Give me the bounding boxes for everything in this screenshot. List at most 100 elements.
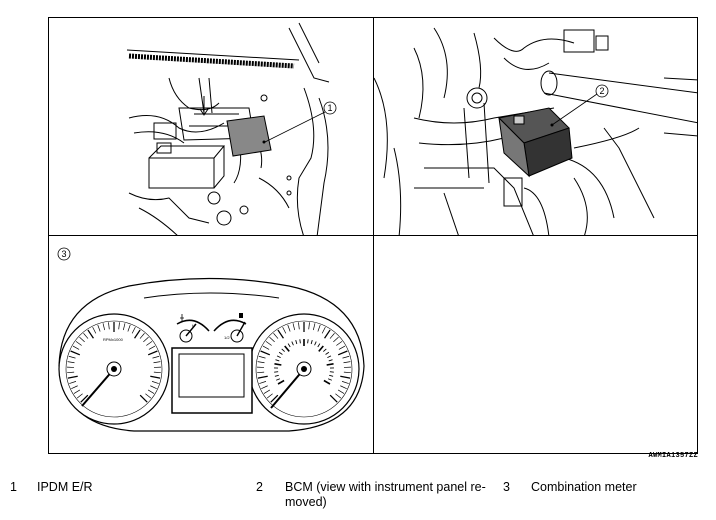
speedometer-tick (340, 375, 351, 379)
speedometer-inner-tick (307, 339, 309, 344)
tachometer-needle (81, 368, 115, 407)
panel-bcm: 2 (373, 17, 698, 236)
figure-grid: 1 (48, 17, 698, 454)
speedometer-inner-tick (281, 348, 285, 352)
speedometer-inner-tick (275, 359, 280, 362)
ipdm-er-component (226, 115, 272, 157)
legend-text-2: BCM (view with instrument panel re- move… (285, 480, 486, 509)
tachometer: RPMx1000 (58, 313, 170, 425)
meter-housing (58, 277, 365, 432)
tachometer-tick (147, 350, 158, 356)
legend-num-3: 3 (503, 480, 510, 494)
speedometer-tick (257, 361, 265, 364)
tachometer-tick (75, 341, 82, 346)
panel-combination-meter: 3 RPMx1000 (48, 235, 374, 454)
tachometer-tick (102, 323, 106, 331)
speedometer-inner-tick (278, 351, 283, 355)
speedometer-inner-tick (291, 341, 294, 346)
tachometer-tick (83, 333, 89, 339)
tachometer-tick (92, 326, 97, 334)
tachometer-tick (127, 324, 131, 332)
speedometer-tick (292, 323, 296, 331)
center-display (178, 353, 245, 398)
tachometer-tick (134, 329, 141, 339)
tachometer-tick (131, 326, 136, 334)
callout-2: 2 (599, 86, 604, 96)
speedometer-tick (329, 394, 338, 403)
tachometer-tick (153, 361, 161, 364)
speedometer-tick (321, 326, 326, 334)
speedometer-inner-tick (274, 374, 279, 377)
tachometer-tick (71, 385, 78, 389)
speedometer-tick (343, 361, 351, 364)
speedometer-inner-tick (274, 362, 282, 366)
speedometer-tick (258, 355, 266, 359)
tachometer-tick (76, 393, 83, 399)
speedometer-inner-tick (276, 378, 281, 381)
callout-2-circle (595, 84, 609, 98)
legend: 1 IPDM E/R 2 BCM (view with instrument p… (0, 480, 716, 520)
callout-3: 3 (61, 249, 66, 259)
speedometer-tick (342, 355, 350, 359)
tachometer-tick (139, 394, 148, 403)
tachometer-tick (69, 381, 77, 384)
speedometer-tick (340, 385, 347, 389)
speedometer-tick (287, 324, 291, 332)
speedometer-tick (261, 385, 268, 389)
speedometer-tick (317, 324, 321, 332)
speedometer-tick (257, 371, 265, 374)
speedometer-inner-tick (287, 343, 291, 348)
tachometer-tick (73, 389, 81, 394)
legend-text-3: Combination meter (531, 480, 637, 494)
speedometer-tick (262, 345, 270, 350)
tachometer-tick (79, 336, 85, 343)
bcm-component (497, 107, 573, 178)
tachometer-tick (147, 389, 155, 394)
speedometer-tick (282, 326, 287, 334)
tachometer-tick (118, 322, 120, 330)
tachometer-tick (145, 393, 152, 399)
speedometer-inner-tick (284, 345, 290, 352)
speedometer-inner-tick (327, 355, 332, 359)
bcm-illustration: 2 (374, 27, 697, 235)
combination-meter-illustration: 3 RPMx1000 (57, 247, 365, 432)
speedometer-tick (337, 350, 348, 356)
figure-id: AWMIA1357ZZ (648, 452, 698, 460)
tachometer-tick (68, 355, 76, 359)
tachometer-tick (67, 371, 75, 374)
tachometer-tick (67, 375, 78, 379)
speedometer-tick (336, 341, 343, 346)
temperature-gauge: H (176, 314, 210, 343)
speedometer-inner-tick (295, 340, 298, 345)
temp-mark: H (192, 323, 195, 328)
speedometer-inner-tick (317, 343, 321, 348)
speedometer-tick (341, 381, 349, 384)
speedometer-tick (263, 389, 271, 394)
speedometer-tick (269, 336, 275, 343)
speedometer-tick (329, 333, 335, 339)
speedometer-tick (265, 341, 272, 346)
tachometer-tick (153, 371, 161, 374)
speedometer-tick (298, 322, 300, 330)
tachometer-tick (70, 350, 81, 356)
speedometer-tick (337, 389, 345, 394)
tachometer-unit-label: RPMx1000 (103, 337, 124, 342)
callout-3-circle (57, 247, 71, 261)
speedometer-tick (257, 375, 268, 379)
tachometer-tick (108, 322, 110, 330)
speedometer-needle (270, 368, 305, 409)
speedometer-tick (266, 393, 273, 399)
tachometer-tick (148, 345, 156, 350)
tachometer-tick (67, 361, 75, 364)
speedometer-inner-tick (323, 379, 331, 385)
speedometer-inner-tick (327, 378, 332, 381)
tachometer-tick (143, 336, 149, 343)
speedometer-tick (343, 371, 351, 374)
panel-ipdm-er: 1 (48, 17, 374, 236)
legend-text-1: IPDM E/R (37, 480, 93, 494)
fuel-gauge: 1/2 (213, 313, 247, 343)
speedometer-tick (338, 345, 346, 350)
speedometer-tick (312, 323, 316, 331)
tachometer-tick (97, 324, 101, 332)
speedometer-inner-tick (323, 348, 327, 352)
